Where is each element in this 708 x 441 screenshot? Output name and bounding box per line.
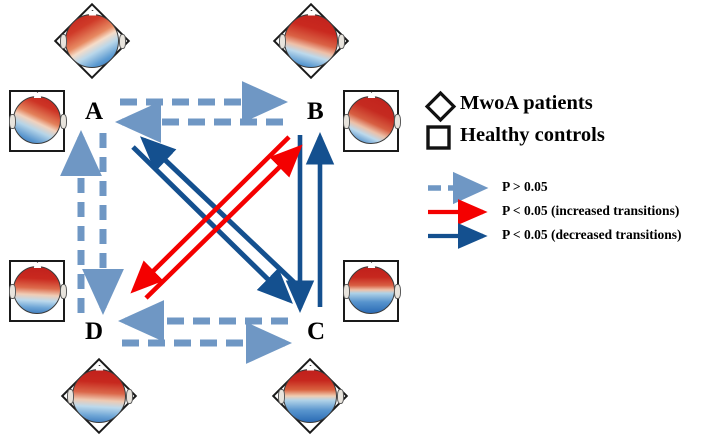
arrow-b-to-d <box>130 135 291 294</box>
ear-left-icon <box>343 284 350 299</box>
ear-left-icon <box>278 389 285 404</box>
ear-right-icon <box>126 389 133 404</box>
diamond-symbol-icon <box>424 90 457 123</box>
ear-left-icon <box>60 34 67 49</box>
node-label-d: D <box>85 318 104 345</box>
ear-right-icon <box>60 284 67 299</box>
topomap-a-controls <box>6 88 68 154</box>
square-symbol-icon <box>426 125 451 150</box>
node-label-c: C <box>307 318 326 345</box>
head-map <box>65 14 119 68</box>
ear-right-icon <box>119 34 126 49</box>
legend-label-patients: MwoA patients <box>460 92 593 114</box>
node-label-b: B <box>307 98 324 125</box>
ear-right-icon <box>338 34 345 49</box>
arrow-d-to-b <box>144 144 303 300</box>
legend-label-nonsig: P > 0.05 <box>502 179 548 194</box>
head-map <box>13 266 61 314</box>
topomap-c-controls <box>340 258 402 324</box>
head-map <box>72 369 126 423</box>
topomap-a-patients <box>53 2 131 80</box>
head-map <box>347 96 395 144</box>
legend-label-decreased: P < 0.05 (decreased transitions) <box>502 227 682 242</box>
legend: MwoA patients Healthy controls P > 0.05 … <box>422 86 708 254</box>
legend-line-decreased-icon <box>428 222 488 250</box>
ear-right-icon <box>337 389 344 404</box>
ear-right-icon <box>394 114 401 129</box>
ear-left-icon <box>9 284 16 299</box>
arrow-a-to-c <box>131 145 293 304</box>
topomap-b-patients <box>272 2 350 80</box>
legend-line-increased-icon <box>428 198 488 226</box>
ear-right-icon <box>60 114 67 129</box>
legend-line-nonsig-icon <box>428 171 489 205</box>
ear-left-icon <box>9 114 16 129</box>
arrow-c-to-a <box>140 136 302 290</box>
head-map <box>283 369 337 423</box>
topomap-d-patients <box>60 357 138 436</box>
legend-label-controls: Healthy controls <box>460 124 605 146</box>
topomap-b-controls <box>340 88 402 154</box>
topomap-d-controls <box>6 258 68 324</box>
ear-left-icon <box>343 114 350 129</box>
legend-label-increased: P < 0.05 (increased transitions) <box>502 203 680 218</box>
node-label-a: A <box>85 98 104 125</box>
ear-left-icon <box>67 389 74 404</box>
head-map <box>347 266 395 314</box>
topomap-c-patients <box>271 357 349 436</box>
head-map <box>284 14 338 68</box>
head-map <box>13 96 61 144</box>
ear-right-icon <box>394 284 401 299</box>
ear-left-icon <box>279 34 286 49</box>
